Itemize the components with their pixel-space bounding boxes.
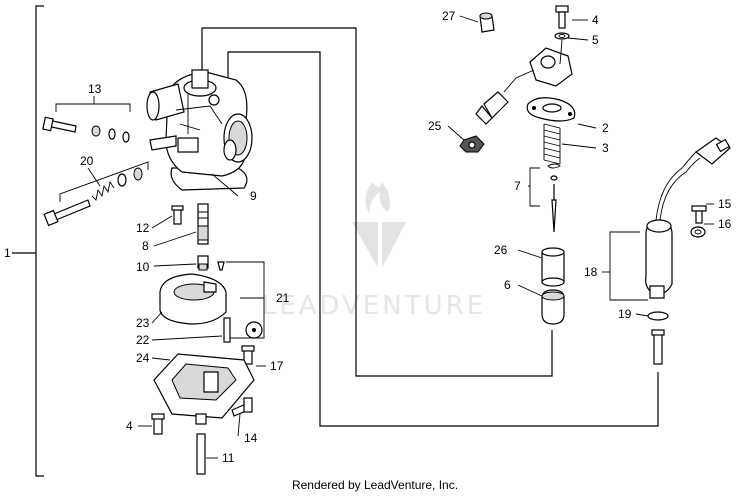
callout-22: 22 (136, 333, 150, 347)
drain-screw-14 (231, 397, 253, 417)
throttle-plunger (475, 91, 509, 125)
callout-6: 6 (504, 278, 511, 292)
rendered-by-footer: Rendered by LeadVenture, Inc. (291, 478, 459, 492)
cap-27 (479, 12, 495, 33)
callout-3: 3 (602, 141, 609, 155)
callout-25: 25 (428, 119, 442, 133)
callout-16: 16 (718, 217, 732, 231)
washer-16 (690, 226, 706, 238)
bracket-18 (602, 231, 648, 301)
heater-fitting (651, 329, 665, 365)
jet-12 (171, 205, 184, 225)
callout-13: 13 (88, 82, 102, 96)
callout-18: 18 (584, 265, 598, 279)
routing-lines (201, 27, 659, 427)
cable-housing (503, 39, 573, 93)
bracket-1 (12, 5, 44, 477)
callout-17: 17 (270, 359, 284, 373)
float-valve-small (217, 261, 225, 271)
carb-heater-18 (645, 137, 731, 299)
gasket-plate-2 (526, 97, 576, 122)
oring-19 (647, 311, 669, 321)
watermark-text: LEADVENTURE (262, 291, 486, 321)
leadventure-watermark: LEADVENTURE (262, 182, 486, 321)
callout-2: 2 (602, 121, 609, 135)
main-jet-10 (197, 255, 209, 271)
callout-5: 5 (592, 33, 599, 47)
callout-1: 1 (4, 246, 11, 260)
float-26 (541, 247, 565, 287)
callout-4-right: 4 (592, 13, 599, 27)
float-pin-22 (223, 317, 231, 343)
callout-4-left: 4 (126, 419, 133, 433)
screw-15 (691, 205, 707, 224)
callout-7: 7 (514, 179, 521, 193)
callout-20: 20 (80, 154, 94, 168)
callout-12: 12 (136, 221, 150, 235)
washer-5 (554, 32, 570, 40)
float-bowl-24 (153, 353, 255, 425)
float-6 (541, 289, 565, 325)
callout-26: 26 (494, 243, 508, 257)
nut-25 (459, 135, 485, 153)
callout-10: 10 (136, 260, 150, 274)
screw-4-left (151, 413, 165, 435)
float-23 (159, 273, 227, 325)
callout-14: 14 (244, 431, 258, 445)
pilot-screw-assembly-20 (43, 161, 149, 227)
callout-labels: 1 13 20 9 12 8 10 21 23 22 24 17 4 14 11… (4, 9, 732, 465)
screw-4-right (555, 5, 569, 29)
seal-21 (226, 261, 265, 339)
spring-3 (543, 123, 561, 165)
callout-8: 8 (142, 239, 149, 253)
callout-11: 11 (222, 451, 235, 465)
callout-19: 19 (618, 307, 632, 321)
callout-27: 27 (442, 9, 456, 23)
screw-17 (241, 345, 255, 365)
callout-23: 23 (136, 316, 150, 330)
needle-clip-7 (529, 163, 561, 233)
drain-tube-11 (196, 433, 206, 475)
carburetor-body (146, 69, 253, 191)
screw-assembly-13 (42, 96, 131, 143)
callout-9: 9 (250, 189, 257, 203)
callout-15: 15 (718, 197, 732, 211)
callout-21: 21 (276, 291, 290, 305)
needle-jet-8 (197, 203, 209, 245)
leader-lines (138, 15, 714, 459)
callout-24: 24 (136, 351, 150, 365)
